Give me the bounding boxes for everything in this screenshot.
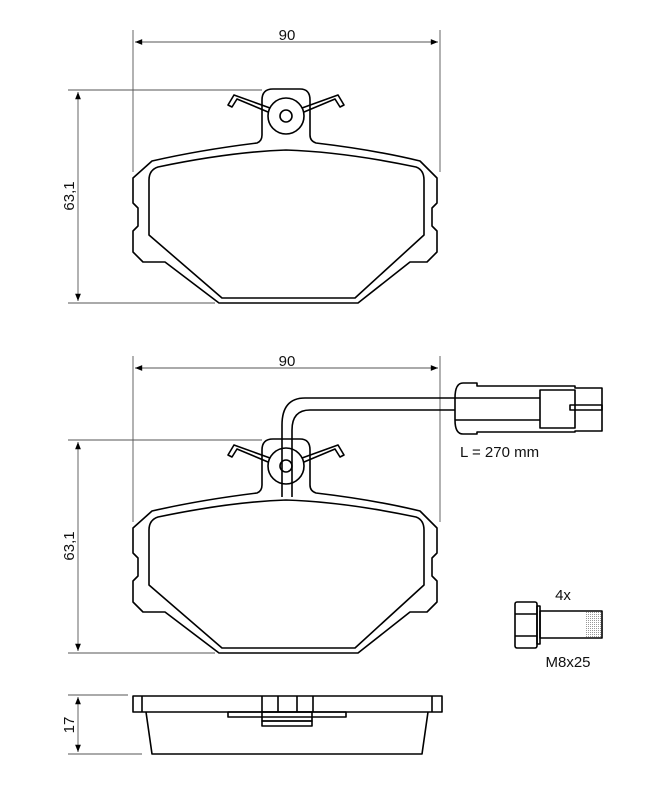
pad-front-view: 90 63,1: [61, 27, 441, 304]
height-label: 63,1: [61, 181, 78, 210]
width-label: 90: [279, 27, 296, 44]
wire-length-label: L = 270 mm: [460, 444, 539, 461]
height-label: 63,1: [61, 531, 78, 560]
pad-with-sensor-view: 90 63,1 L = 270 mm: [61, 353, 603, 654]
wear-sensor-wire: [281, 382, 603, 497]
thickness-label: 17: [61, 717, 78, 734]
width-label: 90: [279, 353, 296, 370]
bolt-size-label: M8x25: [545, 654, 590, 671]
bolt-quantity-label: 4x: [555, 587, 571, 604]
bolt-icon: [514, 601, 603, 649]
pad-side-view: 17: [61, 694, 443, 755]
